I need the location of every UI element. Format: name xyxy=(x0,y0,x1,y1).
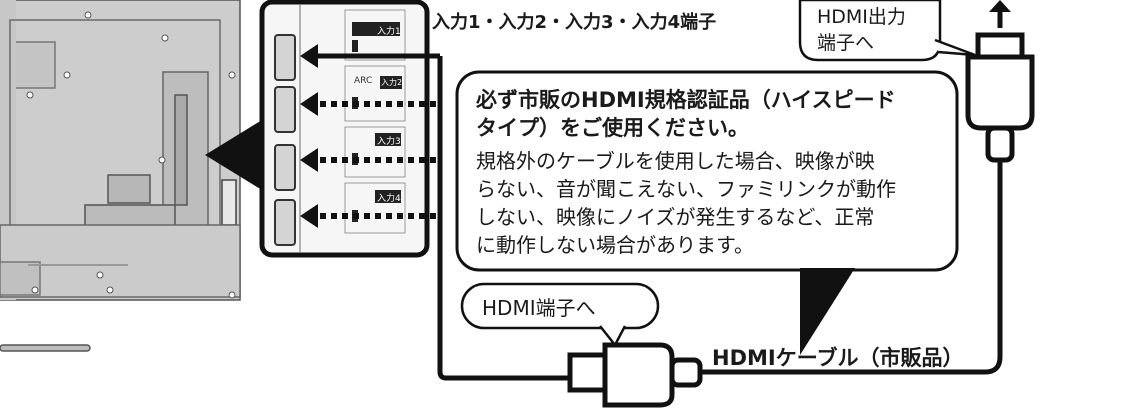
port-tag-2: 入力2 xyxy=(381,78,403,87)
notice-title-line2: タイプ）をご使用ください。 xyxy=(476,116,749,140)
port-tag-4: 入力4 xyxy=(377,194,401,204)
hdmi-terminal-label: HDMI端子へ xyxy=(482,296,596,320)
cable-route-right xyxy=(700,165,1003,375)
terminals-label: 入力1・入力2・入力3・入力4端子 xyxy=(432,12,717,33)
hdmi-ports xyxy=(274,34,296,246)
tv-rear-panel xyxy=(0,0,241,352)
cable-label: HDMIケーブル（市販品） xyxy=(712,346,964,370)
hdmi-output-label-line2: 端子へ xyxy=(817,32,875,54)
port-tag-3: 入力3 xyxy=(377,137,401,147)
port-arrows xyxy=(300,44,440,228)
notice-body-line2: らない、音が聞こえない、ファミリンクが動作 xyxy=(476,177,896,201)
alternate-connection-lines xyxy=(320,101,440,219)
magnifier-wedge xyxy=(205,120,262,190)
notice-body-line3: しない、映像にノイズが発生するなど、正常 xyxy=(476,205,875,229)
hdmi-plug-bottom xyxy=(567,342,703,408)
port-tag-1: 入力1 xyxy=(377,27,401,37)
notice-bubble xyxy=(455,70,959,355)
notice-body-line1: 規格外のケーブルを使用した場合、映像が映 xyxy=(476,149,875,173)
port-label-tags xyxy=(352,22,402,203)
hdmi-terminal-bubble xyxy=(460,282,660,348)
notice-title-line1: 必ず市販のHDMI規格認証品（ハイスピード xyxy=(476,88,896,112)
hdmi-output-bubble xyxy=(798,0,976,62)
hdmi-plug-top xyxy=(965,32,1035,163)
hdmi-output-label-line1: HDMI出力 xyxy=(817,6,906,28)
notice-body-line4: に動作しない場合があります。 xyxy=(476,233,754,257)
panel-screws xyxy=(26,11,236,299)
port-tag-2-extra: ARC xyxy=(354,76,373,86)
up-arrow-icon xyxy=(989,0,1011,28)
cable-route-left xyxy=(437,56,570,381)
